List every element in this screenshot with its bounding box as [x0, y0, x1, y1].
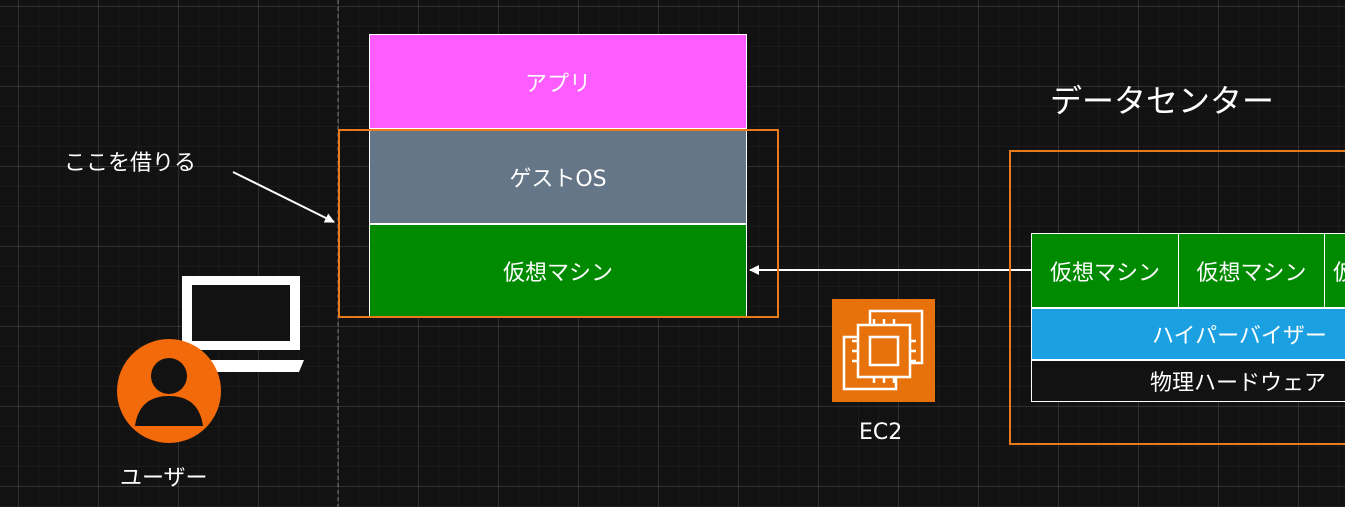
rented-area-frame[interactable]: [338, 129, 779, 318]
hypervisor-label: ハイパーバイザー: [1152, 324, 1327, 349]
datacenter-frame[interactable]: [1009, 150, 1345, 445]
callout-text: ここを借りる: [64, 151, 197, 176]
laptop-icon: [178, 276, 304, 372]
datacenter-vm-2[interactable]: 仮想マシン: [1178, 233, 1325, 308]
guest-os-label: ゲストOS: [509, 166, 607, 192]
user-label: ユーザー: [120, 466, 208, 491]
datacenter-title: データセンター: [1050, 82, 1275, 120]
hardware-layer[interactable]: 物理ハードウェア: [1031, 360, 1345, 402]
vm-layer[interactable]: 仮想マシン: [369, 224, 747, 318]
datacenter-vm-1[interactable]: 仮想マシン: [1031, 233, 1179, 308]
ec2-icon[interactable]: [832, 299, 935, 402]
datacenter-vm-label: 仮想マシン: [1049, 260, 1160, 286]
datacenter-vm-3[interactable]: 仮想マシン: [1324, 233, 1345, 308]
user-icon: [117, 339, 221, 443]
hypervisor-layer[interactable]: ハイパーバイザー: [1031, 308, 1345, 360]
vm-label: 仮想マシン: [502, 261, 613, 286]
ec2-label: EC2: [859, 420, 903, 445]
datacenter-vm-label: 仮想マシン: [1196, 260, 1307, 286]
callout-arrow[interactable]: [232, 171, 335, 223]
hardware-label: 物理ハードウェア: [1150, 371, 1327, 396]
ec2-chip-icon: [842, 309, 924, 391]
app-label: アプリ: [524, 71, 591, 97]
datacenter-vm-label: 仮想マシン: [1333, 255, 1345, 287]
app-layer[interactable]: アプリ: [369, 34, 747, 129]
guest-os-layer[interactable]: ゲストOS: [369, 129, 747, 224]
